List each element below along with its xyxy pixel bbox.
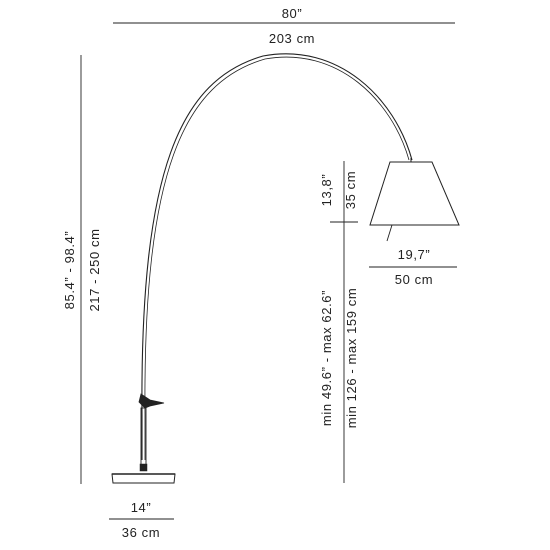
shade-diameter-inches-label: 19,7” [398, 247, 431, 262]
lamp-arc [141, 53, 413, 460]
width-cm-label: 203 cm [269, 31, 315, 46]
dimension-lines [80, 22, 457, 520]
height-cm-label: 217 - 250 cm [87, 228, 102, 311]
switch-handle [138, 393, 165, 409]
lamp-arc-inner [144, 56, 410, 460]
lamp-base [111, 473, 176, 484]
floor-lamp [111, 53, 460, 484]
shade-clearance-inches-label: min 49.6” - max 62.6” [319, 290, 334, 426]
shade-clearance-cm-label: min 126 - max 159 cm [344, 288, 359, 429]
base-cm-label: 36 cm [122, 525, 160, 540]
shade-height-cm-label: 35 cm [343, 171, 358, 209]
lamp-shade [369, 161, 460, 226]
width-inches-label: 80” [282, 6, 303, 21]
height-inches-label: 85.4” - 98.4” [62, 231, 77, 310]
shade-diameter-cm-label: 50 cm [395, 272, 433, 287]
base-inches-label: 14” [131, 500, 152, 515]
lamp-stem-collar [139, 463, 148, 472]
pull-cord [386, 224, 393, 242]
shade-height-inches-label: 13,8” [319, 174, 334, 207]
